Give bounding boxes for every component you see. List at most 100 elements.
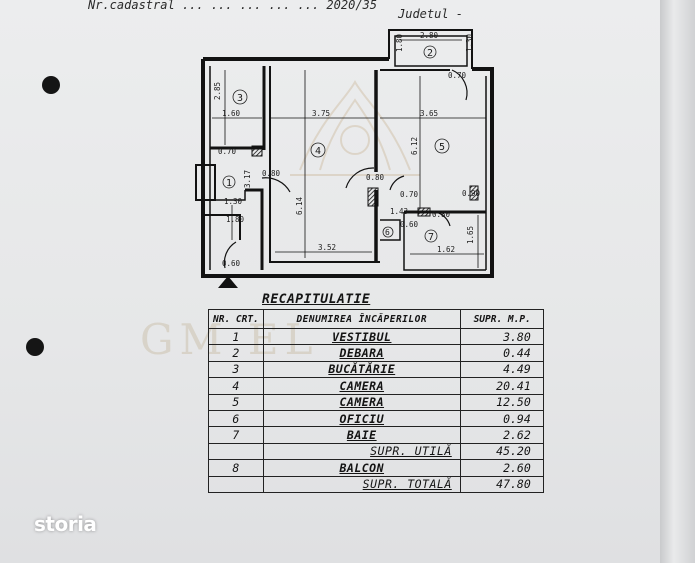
watermark-emblem [290,79,420,176]
recap-title: RECAPITULATIE [262,292,371,307]
dim-label: 1.80 [395,33,404,52]
empty-cell [208,442,264,461]
row-area: 12.50 [459,393,544,411]
punch-hole [42,76,60,94]
row-nr: 6 [208,409,264,428]
recap-table: NR. CRT. DENUMIREA ÎNCĂPERILOR SUPR. M.P… [208,309,544,493]
column-hatch [417,207,431,217]
table-header-row: NR. CRT. DENUMIREA ÎNCĂPERILOR SUPR. M.P… [208,309,544,329]
header-area: SUPR. M.P. [459,309,544,329]
oficiu-box [380,219,401,241]
wall [269,66,380,263]
row-name: BAIE [346,428,377,443]
dim-label: 1.60 [222,109,241,118]
wall [215,190,246,201]
room-number: 4 [315,146,321,157]
row-name: DEBARA [339,346,385,361]
table-row: 1 VESTIBUL 3.80 [208,327,544,346]
dim-label: 1.62 [437,245,455,254]
door-arc [435,211,451,227]
dim-label: 2.85 [213,82,222,100]
table-row: 7 BAIE 2.62 [208,426,544,444]
wall [403,212,486,271]
useful-area-row: SUPR. UTILĂ 45.20 [208,442,544,461]
useful-area-value: 45.20 [459,442,544,461]
dim-label: 3.52 [318,243,336,252]
room-number: 5 [439,142,445,153]
room-number: 2 [427,48,433,59]
total-area-row: SUPR. TOTALĂ 47.80 [208,475,544,493]
row-name: BALCON [339,460,385,475]
empty-cell [208,475,264,493]
dim-label: 6.14 [295,196,304,215]
dim-label: 0.80 [262,169,281,178]
dim-label: 0.80 [432,210,451,219]
wall [245,188,264,270]
row-name: BUCĂTĂRIE [328,362,396,377]
dim-label: 0.70 [448,71,467,80]
table-row: 5 CAMERA 12.50 [208,393,544,411]
wall [257,67,494,278]
wall [203,214,241,240]
row-area: 4.49 [459,360,544,379]
cadastral-label: Nr.cadastral [88,0,175,12]
table-row: 6 OFICIU 0.94 [208,409,544,428]
room-number: 7 [428,232,434,243]
room-number: 1 [226,178,232,189]
table-row: 3 BUCĂTĂRIE 4.49 [208,360,544,379]
row-nr: 1 [208,327,264,346]
door-arc [451,69,468,101]
table-row: 4 CAMERA 20.41 [208,377,544,395]
row-nr: 7 [208,426,264,444]
next-page-edge [660,0,695,563]
row-name: CAMERA [339,378,385,393]
cadastral-line: Nr.cadastral ... ... ... ... ... 2020/35 [88,0,377,12]
row-nr: 4 [208,377,264,395]
dim-label: 0.90 [462,189,481,198]
balcony-wall [388,29,473,69]
row-area: 0.44 [459,344,544,362]
debara-box [195,164,216,201]
row-name: OFICIU [339,411,385,426]
county-label: Judetul - [398,7,464,21]
door-arc [345,167,375,189]
dim-label: 3.17 [243,170,252,188]
door-arc [261,177,291,193]
row-name: VESTIBUL [332,329,392,344]
dim-label: 0.60 [400,220,419,229]
dim-label: 1.30 [465,33,474,52]
room-number: 3 [237,93,243,104]
dim-label: 1.65 [466,226,475,244]
dim-label: 3.65 [420,109,438,118]
dim-label: 0.70 [218,147,237,156]
useful-area-label: SUPR. UTILĂ [370,444,452,459]
entrance-marker [218,276,238,288]
dim-label: 0.60 [222,259,241,268]
total-area-label: SUPR. TOTALĂ [362,477,452,492]
column-hatch [367,187,379,207]
dim-label: 1.80 [226,215,245,224]
column-hatch [469,185,479,201]
cadastral-value: ... ... ... ... ... 2020/35 [181,0,378,12]
table-row: 2 DEBARA 0.44 [208,344,544,362]
row-nr: 3 [208,360,264,379]
dim-label: 3.75 [312,109,330,118]
dim-label: 1.43 [390,207,408,216]
row-nr: 2 [208,344,264,362]
row-area: 2.62 [459,426,544,444]
row-area: 0.94 [459,409,544,428]
column-hatch [251,145,263,157]
row-area: 2.60 [459,459,544,477]
table-row: 8 BALCON 2.60 [208,459,544,477]
dim-label: 1.30 [224,197,243,206]
row-nr: 5 [208,393,264,411]
storia-logo: storia [34,512,97,536]
row-area: 20.41 [459,377,544,395]
dim-label: 0.80 [366,173,385,182]
row-name: CAMERA [339,395,385,410]
wall [201,59,257,278]
header-nr: NR. CRT. [208,309,264,329]
dim-label: 2.80 [420,31,439,40]
dim-label: 6.12 [410,137,419,155]
